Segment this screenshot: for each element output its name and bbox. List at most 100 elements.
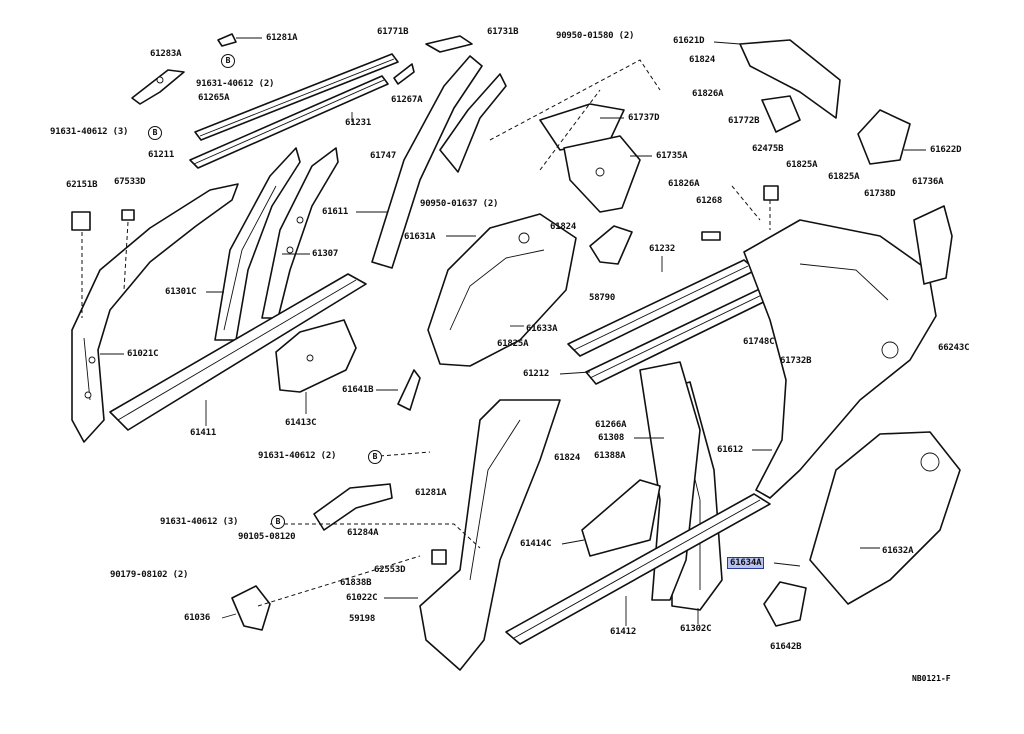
label-61267A[interactable]: 61267A bbox=[391, 95, 423, 105]
label-61308[interactable]: 61308 bbox=[598, 433, 625, 443]
dashed-leader-8 bbox=[731, 185, 761, 221]
label-61281A-top[interactable]: 61281A bbox=[266, 33, 298, 43]
label-61748C[interactable]: 61748C bbox=[743, 337, 775, 347]
label-61231[interactable]: 61231 bbox=[345, 118, 372, 128]
label-91631-40612-3-left[interactable]: 91631-40612 (3) bbox=[50, 127, 129, 137]
label-61747[interactable]: 61747 bbox=[370, 151, 397, 161]
label-61736A[interactable]: 61736A bbox=[912, 177, 944, 187]
label-62553D[interactable]: 62553D bbox=[374, 565, 406, 575]
label-67533D[interactable]: 67533D bbox=[114, 177, 146, 187]
label-61611[interactable]: 61611 bbox=[322, 207, 349, 217]
label-61283A[interactable]: 61283A bbox=[150, 49, 182, 59]
label-61731B[interactable]: 61731B bbox=[487, 27, 519, 37]
label-61268[interactable]: 61268 bbox=[696, 196, 723, 206]
label-61631A[interactable]: 61631A bbox=[404, 232, 436, 242]
label-61021C[interactable]: 61021C bbox=[127, 349, 159, 359]
label-59198[interactable]: 59198 bbox=[349, 614, 376, 624]
leader-61414C bbox=[561, 539, 585, 545]
label-61642B[interactable]: 61642B bbox=[770, 642, 802, 652]
label-61825A-right2[interactable]: 61825A bbox=[828, 172, 860, 182]
label-61413C[interactable]: 61413C bbox=[285, 418, 317, 428]
block-62151B bbox=[71, 211, 91, 231]
wheelhouse-outer-61632A bbox=[809, 431, 961, 605]
label-90179-08102[interactable]: 90179-08102 (2) bbox=[110, 570, 189, 580]
label-61641B[interactable]: 61641B bbox=[342, 385, 374, 395]
label-62151B[interactable]: 62151B bbox=[66, 180, 98, 190]
label-90105-08120[interactable]: 90105-08120 bbox=[238, 532, 296, 542]
label-61824-top[interactable]: 61824 bbox=[689, 55, 716, 65]
label-61414C[interactable]: 61414C bbox=[520, 539, 552, 549]
bolt-marker-low: B bbox=[271, 515, 285, 529]
label-61266A[interactable]: 61266A bbox=[595, 420, 627, 430]
label-61824-low[interactable]: 61824 bbox=[554, 453, 581, 463]
leader-61621D bbox=[713, 41, 741, 45]
label-61825A-mid[interactable]: 61825A bbox=[497, 339, 529, 349]
front-pillar-61021C bbox=[71, 183, 239, 443]
block-62553D bbox=[431, 549, 447, 565]
label-90950-01637[interactable]: 90950-01637 (2) bbox=[420, 199, 499, 209]
dashed-leader-7 bbox=[539, 89, 601, 171]
label-61732B[interactable]: 61732B bbox=[780, 356, 812, 366]
label-61265A[interactable]: 61265A bbox=[198, 93, 230, 103]
label-61738D[interactable]: 61738D bbox=[864, 189, 896, 199]
bracket-58790 bbox=[589, 225, 633, 265]
label-61634A-highlighted[interactable]: 61634A bbox=[727, 557, 765, 569]
label-58790[interactable]: 58790 bbox=[589, 293, 616, 303]
label-61411[interactable]: 61411 bbox=[190, 428, 217, 438]
label-61388A[interactable]: 61388A bbox=[594, 451, 626, 461]
label-62475B[interactable]: 62475B bbox=[752, 144, 784, 154]
label-61302C[interactable]: 61302C bbox=[680, 624, 712, 634]
label-61281A-low[interactable]: 61281A bbox=[415, 488, 447, 498]
label-61284A[interactable]: 61284A bbox=[347, 528, 379, 538]
quarter-pillar-61611 bbox=[371, 55, 483, 269]
label-61824-mid[interactable]: 61824 bbox=[550, 222, 577, 232]
label-61838B[interactable]: 61838B bbox=[340, 578, 372, 588]
inner-panel-61747 bbox=[439, 73, 507, 173]
bolt-marker-top: B bbox=[221, 54, 235, 68]
label-90950-01580[interactable]: 90950-01580 (2) bbox=[556, 31, 635, 41]
rocker-panel-61411 bbox=[109, 273, 367, 431]
label-61621D[interactable]: 61621D bbox=[673, 36, 705, 46]
label-61735A[interactable]: 61735A bbox=[656, 151, 688, 161]
label-91631-40612-2-top[interactable]: 91631-40612 (2) bbox=[196, 79, 275, 89]
label-61737D[interactable]: 61737D bbox=[628, 113, 660, 123]
block-67533D bbox=[121, 209, 135, 221]
clip-61281A-top bbox=[217, 33, 237, 47]
bracket-61642B bbox=[763, 581, 807, 627]
label-61633A[interactable]: 61633A bbox=[526, 324, 558, 334]
label-91631-40612-2-mid[interactable]: 91631-40612 (2) bbox=[258, 451, 337, 461]
roof-side-rail-61211 bbox=[189, 75, 389, 169]
label-61307[interactable]: 61307 bbox=[312, 249, 339, 259]
label-61612[interactable]: 61612 bbox=[717, 445, 744, 455]
bolt-marker-left: B bbox=[148, 126, 162, 140]
label-61632A[interactable]: 61632A bbox=[882, 546, 914, 556]
label-91631-40612-3-low[interactable]: 91631-40612 (3) bbox=[160, 517, 239, 527]
label-61622D[interactable]: 61622D bbox=[930, 145, 962, 155]
bracket-61284A bbox=[313, 483, 393, 531]
clip-61267A bbox=[393, 63, 415, 85]
reinforcement-61413C bbox=[275, 319, 357, 393]
label-61036[interactable]: 61036 bbox=[184, 613, 211, 623]
leader-61036 bbox=[221, 613, 237, 619]
label-61772B[interactable]: 61772B bbox=[728, 116, 760, 126]
label-66243C[interactable]: 66243C bbox=[938, 343, 970, 353]
rocker-panel-61412 bbox=[505, 493, 771, 645]
label-61301C[interactable]: 61301C bbox=[165, 287, 197, 297]
label-61412[interactable]: 61412 bbox=[610, 627, 637, 637]
bracket-61036 bbox=[231, 585, 271, 631]
label-61212[interactable]: 61212 bbox=[523, 369, 550, 379]
clip-61771B bbox=[425, 35, 473, 53]
leader-61634A bbox=[773, 562, 801, 567]
extension-61736A bbox=[913, 205, 953, 285]
label-61771B[interactable]: 61771B bbox=[377, 27, 409, 37]
label-61825A-right1[interactable]: 61825A bbox=[786, 160, 818, 170]
label-61232[interactable]: 61232 bbox=[649, 244, 676, 254]
label-61022C[interactable]: 61022C bbox=[346, 593, 378, 603]
label-61826A-top[interactable]: 61826A bbox=[692, 89, 724, 99]
bolt-marker-mid: B bbox=[368, 450, 382, 464]
label-61826A-mid[interactable]: 61826A bbox=[668, 179, 700, 189]
dashed-leader-4 bbox=[257, 555, 421, 607]
label-61211[interactable]: 61211 bbox=[148, 150, 175, 160]
back-panel-61735A bbox=[563, 135, 641, 213]
